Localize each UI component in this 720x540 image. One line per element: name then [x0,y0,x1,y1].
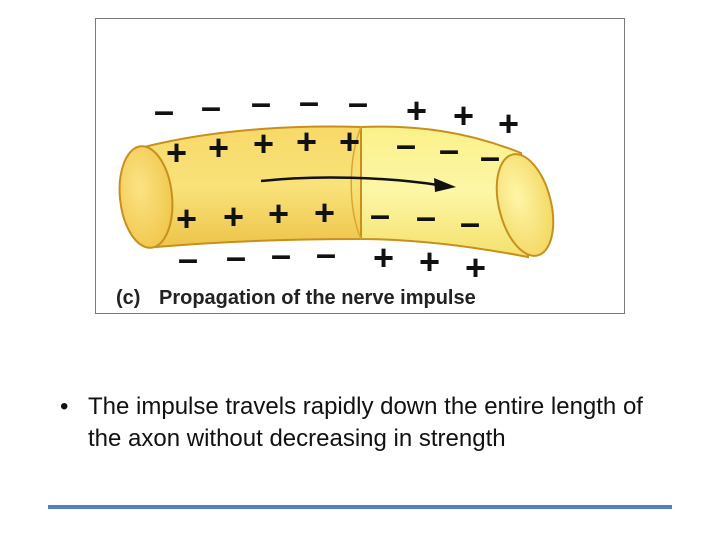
charge-inner-top-2: + [208,127,229,168]
charge-outer-top-3: – [251,82,271,123]
charge-inner-top-3: + [253,123,274,164]
charge-inner-bottom-6: – [416,196,436,237]
charge-outer-top-8: + [498,103,519,144]
charge-inner-top-5: + [339,121,360,162]
charge-outer-top-4: – [299,81,319,122]
charge-outer-bottom-3: – [271,234,291,275]
charge-outer-bottom-6: + [419,241,440,282]
charge-inner-bottom-7: – [460,202,480,243]
bullet-text: The impulse travels rapidly down the ent… [88,393,643,452]
divider-line [48,505,672,509]
charge-outer-top-5: – [348,82,368,123]
propagation-arrow [260,176,439,187]
bullet-marker: • [60,393,69,420]
charge-outer-bottom-5: + [373,237,394,278]
charge-inner-bottom-5: – [370,194,390,235]
depolarization-front [350,126,362,240]
axon-left-end [118,145,174,249]
charge-inner-top-7: – [439,129,459,170]
figure-caption: Propagation of the nerve impulse [159,287,476,309]
charge-outer-bottom-4: – [316,233,336,274]
nerve-impulse-diagram: – – – – – + + + + + + + + – – – + + + + … [116,81,555,309]
charge-outer-bottom-2: – [226,236,246,277]
charge-outer-top-6: + [406,90,427,131]
charge-inner-top-1: + [166,132,187,173]
charge-inner-bottom-1: + [176,198,197,239]
arrow-head [434,178,456,192]
charge-inner-top-8: – [480,136,500,177]
axon-right-end [495,153,555,257]
charge-inner-top-4: + [296,121,317,162]
figure-caption-label: (c) [116,287,140,309]
charge-inner-bottom-2: + [223,196,244,237]
axon-segment-depolarized [360,125,530,259]
charge-outer-top-2: – [201,86,221,127]
diagram-figure: – – – – – + + + + + + + + – – – + + + + … [95,18,625,314]
charge-inner-top-6: – [396,124,416,165]
charge-inner-bottom-3: + [268,193,289,234]
charge-outer-bottom-1: – [178,238,198,279]
charge-inner-bottom-4: + [314,192,335,233]
charge-outer-top-1: – [154,90,174,131]
charge-outer-top-7: + [453,95,474,136]
charge-outer-bottom-7: + [465,247,486,288]
